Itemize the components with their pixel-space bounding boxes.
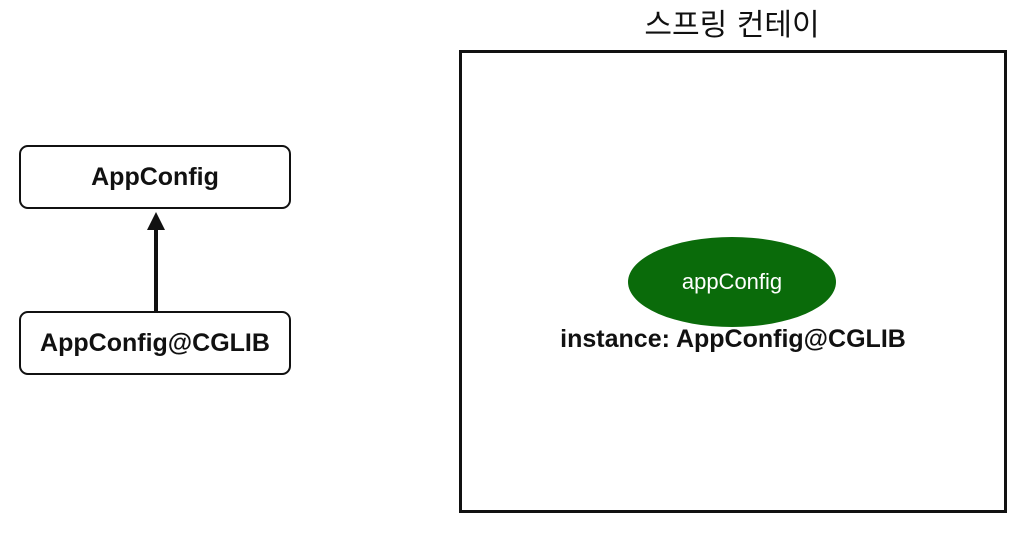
bean-ellipse-appconfig: appConfig bbox=[628, 237, 836, 327]
spring-container-box bbox=[459, 50, 1007, 513]
class-label-appconfig-cglib: AppConfig@CGLIB bbox=[40, 328, 270, 357]
class-label-appconfig: AppConfig bbox=[91, 162, 219, 191]
class-box-appconfig-cglib: AppConfig@CGLIB bbox=[19, 311, 291, 375]
bean-instance-label: instance: AppConfig@CGLIB bbox=[560, 325, 906, 353]
inheritance-arrow-icon bbox=[147, 212, 165, 312]
bean-name-label: appConfig bbox=[681, 269, 783, 294]
class-box-appconfig: AppConfig bbox=[19, 145, 291, 209]
